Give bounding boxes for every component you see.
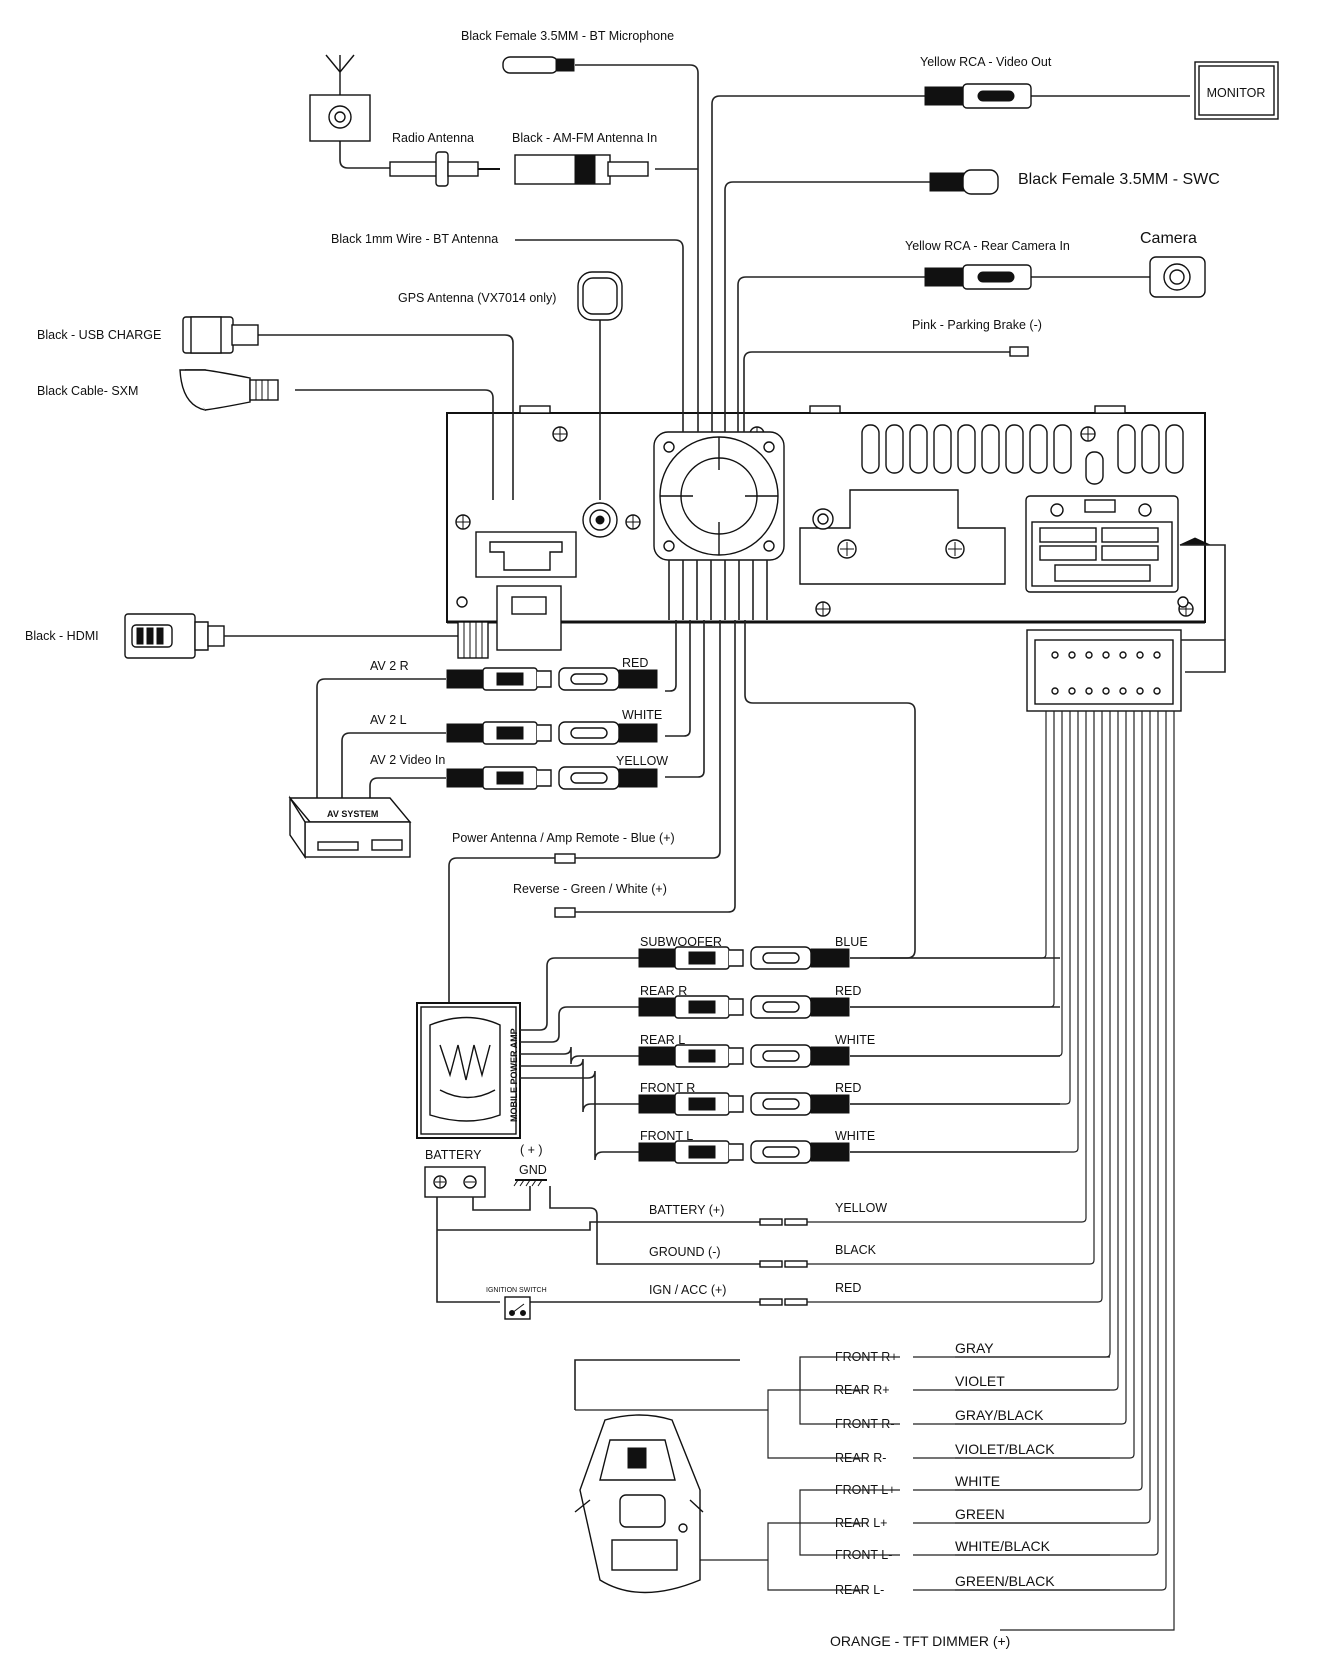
car-icon <box>574 1414 704 1594</box>
monitor-label: MONITOR <box>1207 86 1266 100</box>
swc-jack-icon <box>929 169 999 195</box>
battery-wires <box>436 1186 760 1303</box>
sxm-label: Black Cable- SXM <box>37 384 138 398</box>
power-label: GROUND (-) <box>649 1245 721 1259</box>
battery-label: BATTERY <box>425 1148 482 1162</box>
rca-output-color: WHITE <box>835 1033 875 1047</box>
reverse-label: Reverse - Green / White (+) <box>513 882 667 896</box>
harness-wires <box>807 711 1103 1303</box>
fan-icon <box>653 431 785 561</box>
radio-plug-icon <box>389 151 500 187</box>
head-unit <box>446 405 1211 651</box>
ignition-switch-icon <box>504 1296 531 1320</box>
bt-mic-jack-icon <box>502 56 575 74</box>
swc-label: Black Female 3.5MM - SWC <box>1018 171 1220 188</box>
radio-antenna-label: Radio Antenna <box>392 131 474 145</box>
rca-output-name: REAR L <box>640 1033 685 1047</box>
rca-output-color: BLUE <box>835 935 868 949</box>
camera-icon <box>1149 256 1206 298</box>
av2r-label: AV 2 R <box>370 659 409 673</box>
power-color: YELLOW <box>835 1201 887 1215</box>
av-rca-plugs <box>446 667 658 790</box>
av-system-label: AV SYSTEM <box>327 809 378 819</box>
gps-antenna-icon <box>577 271 623 321</box>
bt-mic-label: Black Female 3.5MM - BT Microphone <box>461 29 674 43</box>
speaker-color: VIOLET <box>955 1373 1005 1389</box>
usb-plug-icon <box>182 316 259 354</box>
rca-output-color: RED <box>835 1081 861 1095</box>
av-wires <box>316 620 705 800</box>
camera-label: Camera <box>1140 230 1197 247</box>
am-fm-label: Black - AM-FM Antenna In <box>512 131 657 145</box>
harness-plug <box>1026 544 1226 712</box>
power-color: BLACK <box>835 1243 877 1257</box>
av-white-label: WHITE <box>622 708 662 722</box>
sxm-plug-icon <box>179 369 279 411</box>
cable-bundle <box>668 560 768 620</box>
ignition-label: IGNITION SWITCH <box>486 1287 547 1294</box>
power-wires: BATTERY (+) YELLOW GROUND (-) BLACK IGN / AC… <box>649 1201 887 1306</box>
gps-label: GPS Antenna (VX7014 only) <box>398 291 556 305</box>
speaker-color: GRAY <box>955 1340 994 1356</box>
speaker-color: GREEN/BLACK <box>955 1573 1055 1589</box>
pin-block <box>1039 527 1159 582</box>
amp-label: MOBILE POWER AMP <box>509 1028 519 1122</box>
gnd-label: GND <box>519 1163 547 1177</box>
rca-output-color: WHITE <box>835 1129 875 1143</box>
rca-output-color: RED <box>835 984 861 998</box>
battery-icon <box>424 1166 486 1198</box>
top-wires <box>258 64 1190 500</box>
av-system-box <box>288 795 412 860</box>
ground-icon <box>513 1179 547 1187</box>
plus-label: ( + ) <box>520 1143 543 1157</box>
power-label: IGN / ACC (+) <box>649 1283 726 1297</box>
rca-output-chains: SUBWOOFER BLUE REAR R RED REAR L WHITE FRONT R… <box>520 935 1060 1164</box>
power-color: RED <box>835 1281 861 1295</box>
av2v-label: AV 2 Video In <box>370 753 445 767</box>
rca-output-name: FRONT R <box>640 1081 695 1095</box>
rca-output-name: FRONT L <box>640 1129 693 1143</box>
speaker-color: VIOLET/BLACK <box>955 1441 1055 1457</box>
am-fm-socket-icon <box>514 154 649 185</box>
speaker-color: WHITE <box>955 1473 1000 1489</box>
parking-label: Pink - Parking Brake (-) <box>912 318 1042 332</box>
hdmi-label: Black - HDMI <box>25 629 99 643</box>
av2l-label: AV 2 L <box>370 713 407 727</box>
power-antenna-label: Power Antenna / Amp Remote - Blue (+) <box>452 831 675 845</box>
speaker-color: GREEN <box>955 1506 1005 1522</box>
bt-antenna-label: Black 1mm Wire - BT Antenna <box>331 232 498 246</box>
rca-output-name: REAR R <box>640 984 687 998</box>
usb-label: Black - USB CHARGE <box>37 328 161 342</box>
dimmer-label: ORANGE - TFT DIMMER (+) <box>830 1633 1010 1649</box>
av-red-label: RED <box>622 656 648 670</box>
rca-rear-camera-icon <box>924 264 1032 290</box>
power-label: BATTERY (+) <box>649 1203 724 1217</box>
harness-pins <box>1051 651 1161 695</box>
speaker-color: WHITE/BLACK <box>955 1538 1051 1554</box>
video-out-label: Yellow RCA - Video Out <box>920 55 1052 69</box>
av-yellow-label: YELLOW <box>616 754 668 768</box>
antenna-icon <box>309 54 371 142</box>
rca-video-out-icon <box>924 83 1032 109</box>
speaker-color: GRAY/BLACK <box>955 1407 1044 1423</box>
rear-camera-label: Yellow RCA - Rear Camera In <box>905 239 1070 253</box>
amp-box <box>416 1002 521 1139</box>
rca-output-name: SUBWOOFER <box>640 935 722 949</box>
vent-slots <box>861 424 1184 485</box>
hdmi-plug-icon <box>124 613 225 659</box>
